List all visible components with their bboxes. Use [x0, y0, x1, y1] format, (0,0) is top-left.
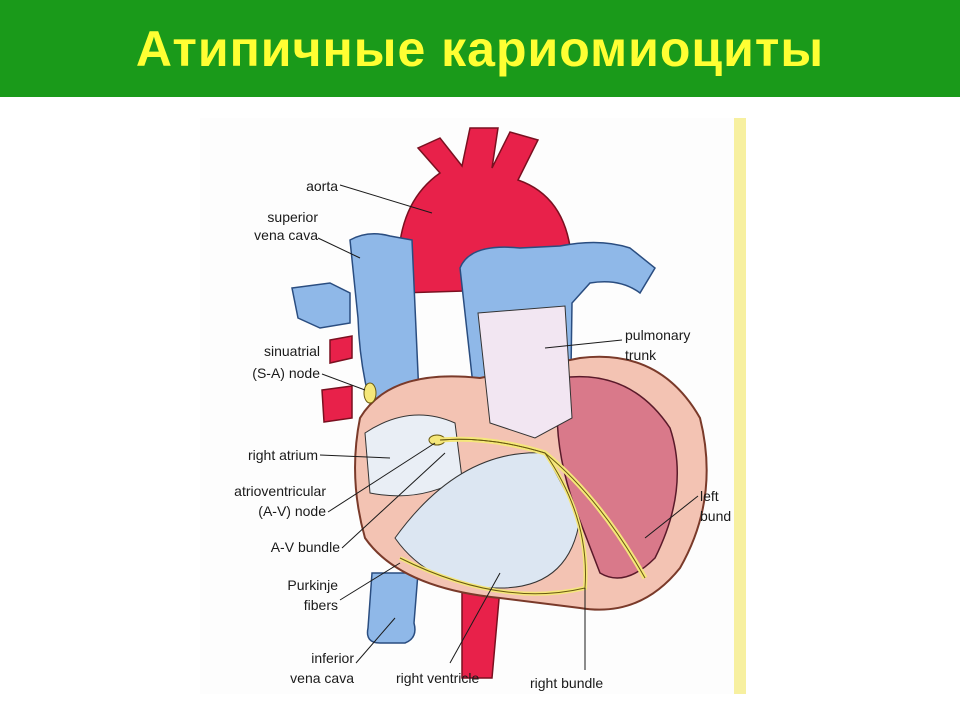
label-purkinje-1: Purkinje: [287, 577, 338, 593]
label-superior-vena-cava-1: superior: [267, 209, 318, 225]
label-left-bundle-1: left: [700, 488, 719, 504]
leader-left-bundle: [644, 495, 699, 539]
label-purkinje-2: fibers: [304, 597, 338, 613]
pulmonary-valve: [477, 305, 573, 439]
inferior-vena-cava: [366, 572, 419, 644]
leader-right-ventricle: [449, 572, 501, 664]
leader-av-node: [327, 442, 436, 513]
leader-aorta: [339, 184, 433, 214]
pulmonary-vein-left: [291, 282, 351, 329]
label-aorta: aorta: [306, 178, 338, 194]
label-pulmonary-trunk-2: trunk: [625, 347, 657, 363]
label-right-atrium: right atrium: [248, 447, 318, 463]
label-inferior-vena-cava-1: inferior: [311, 650, 354, 666]
label-left-bundle-2: bund: [700, 508, 731, 524]
right-pulmonary-artery-upper: [329, 335, 353, 364]
title-bar: Атипичные кариомиоциты: [0, 0, 960, 97]
right-pulmonary-artery-lower: [321, 385, 353, 423]
leader-pulmonary-trunk: [544, 339, 623, 349]
leader-sa-node: [321, 373, 366, 391]
label-sa-node-2: (S-A) node: [252, 365, 320, 381]
leader-purkinje: [339, 562, 401, 601]
label-inferior-vena-cava-2: vena cava: [290, 670, 354, 686]
label-right-bundle: right bundle: [530, 675, 603, 691]
leader-av-bundle: [341, 452, 446, 549]
heart-diagram: aorta superior vena cava sinuatrial (S-A…: [200, 118, 746, 694]
label-av-node-1: atrioventricular: [234, 483, 326, 499]
label-av-bundle: A-V bundle: [271, 539, 340, 555]
sa-node: [363, 382, 377, 404]
label-right-ventricle: right ventricle: [396, 670, 479, 686]
heart-illustration: aorta superior vena cava sinuatrial (S-A…: [200, 118, 746, 694]
label-sa-node-1: sinuatrial: [264, 343, 320, 359]
leader-right-atrium: [319, 454, 391, 459]
leader-lines: [317, 184, 699, 670]
leader-ivc: [355, 617, 396, 664]
label-superior-vena-cava-2: vena cava: [254, 227, 318, 243]
leader-svc: [317, 237, 361, 259]
yellow-edge-strip: [734, 118, 746, 694]
label-av-node-2: (A-V) node: [258, 503, 326, 519]
label-pulmonary-trunk-1: pulmonary: [625, 327, 690, 343]
left-ventricle-chamber: [556, 375, 678, 579]
slide-title: Атипичные кариомиоциты: [135, 20, 825, 77]
right-bundle-outline: [399, 438, 586, 595]
